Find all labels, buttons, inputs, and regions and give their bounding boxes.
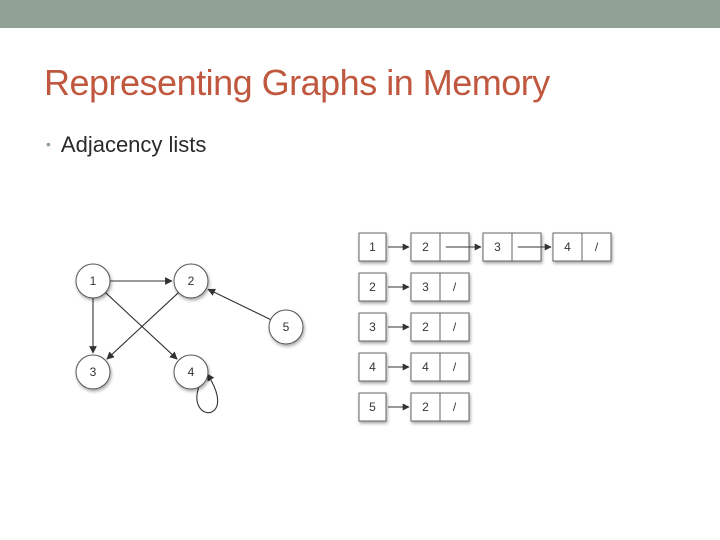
node-label: 4: [188, 365, 195, 379]
node-circle: [75, 354, 111, 390]
node-label: 5: [283, 320, 290, 334]
null-pointer-symbol: /: [453, 360, 457, 374]
node-label: 1: [90, 274, 97, 288]
slide-title: Representing Graphs in Memory: [44, 62, 550, 103]
list-node-value: 3: [422, 280, 429, 294]
adjacency-row-1: 1 2 3 4 /: [358, 232, 612, 262]
list-head-box: [358, 392, 387, 422]
list-node-value: 3: [494, 240, 501, 254]
null-pointer-symbol: /: [595, 240, 599, 254]
list-head-label: 4: [369, 360, 376, 374]
list-node-value: 2: [422, 400, 429, 414]
bullet-item: • Adjacency lists: [46, 132, 206, 158]
list-head-label: 2: [369, 280, 376, 294]
list-head-label: 1: [369, 240, 376, 254]
graph-node-5: 5: [268, 309, 304, 345]
edge-2-3: [106, 292, 179, 360]
graph-node-1: 1: [75, 263, 111, 299]
node-circle: [268, 309, 304, 345]
adjacency-row-2: 2 3 /: [358, 272, 470, 302]
null-pointer-symbol: /: [453, 320, 457, 334]
graph-node-3: 3: [75, 354, 111, 390]
adjacency-row-3: 3 2 /: [358, 312, 470, 342]
list-head-label: 3: [369, 320, 376, 334]
list-node-value: 4: [422, 360, 429, 374]
node-circle: [173, 263, 209, 299]
list-node-value: 2: [422, 240, 429, 254]
node-circle: [75, 263, 111, 299]
graph-node-4: 4: [173, 354, 209, 390]
list-head-box: [358, 312, 387, 342]
bullet-text: Adjacency lists: [60, 132, 207, 157]
node-label: 2: [188, 274, 195, 288]
bullet-dot-icon: •: [46, 136, 51, 152]
adjacency-lists: 1 2 3 4 / 2 3 / 3 2 / 4 4 / 5 2 /: [358, 232, 612, 422]
list-head-box: [358, 232, 387, 262]
adjacency-row-4: 4 4 /: [358, 352, 470, 382]
graph-node-2: 2: [173, 263, 209, 299]
graph-edges: [89, 277, 271, 414]
list-head-box: [358, 352, 387, 382]
edge-1-4: [105, 292, 178, 360]
edge-4-4: [196, 373, 219, 414]
edge-5-2: [207, 288, 271, 321]
list-head-label: 5: [369, 400, 376, 414]
list-node-value: 4: [564, 240, 571, 254]
adjacency-row-5: 5 2 /: [358, 392, 470, 422]
null-pointer-symbol: /: [453, 280, 457, 294]
node-label: 3: [90, 365, 97, 379]
null-pointer-symbol: /: [453, 400, 457, 414]
graph-nodes: 1 2 3 4 5: [75, 263, 304, 390]
list-node-value: 2: [422, 320, 429, 334]
top-accent-bar: [0, 0, 720, 28]
list-head-box: [358, 272, 387, 302]
node-circle: [173, 354, 209, 390]
